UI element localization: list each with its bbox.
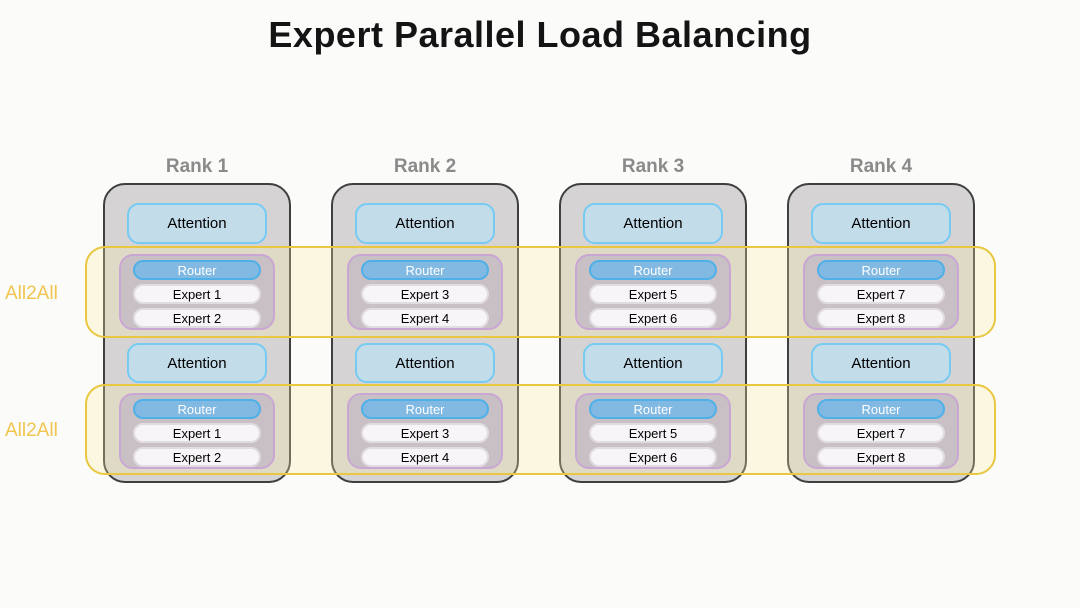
rank-4-expert-pill: Expert 7 bbox=[817, 284, 945, 304]
rank-4-expert-pill: Expert 8 bbox=[817, 447, 945, 467]
rank-column-3: Rank 3 Attention Router Expert 5 Expert … bbox=[559, 156, 747, 483]
rank-1-moe-block-1: Router Expert 1 Expert 2 bbox=[119, 254, 275, 330]
rank-1-attention-2: Attention bbox=[127, 343, 267, 383]
rank-3-attention-1: Attention bbox=[583, 203, 723, 244]
rank-1-moe-block-2: Router Expert 1 Expert 2 bbox=[119, 393, 275, 469]
rank-1-label: Rank 1 bbox=[165, 156, 229, 177]
rank-2-expert-pill: Expert 3 bbox=[361, 284, 489, 304]
rank-4-moe-block-1: Router Expert 7 Expert 8 bbox=[803, 254, 959, 330]
rank-1-expert-pill: Expert 2 bbox=[133, 447, 261, 467]
rank-2-moe-block-2: Router Expert 3 Expert 4 bbox=[347, 393, 503, 469]
rank-column-1: Rank 1 Attention Router Expert 1 Expert … bbox=[103, 156, 291, 483]
rank-4-expert-pill: Expert 8 bbox=[817, 308, 945, 328]
rank-4-router-1: Router bbox=[817, 260, 945, 280]
rank-column-4: Rank 4 Attention Router Expert 7 Expert … bbox=[787, 156, 975, 483]
rank-2-moe-block-1: Router Expert 3 Expert 4 bbox=[347, 254, 503, 330]
rank-4-expert-pill: Expert 7 bbox=[817, 423, 945, 443]
rank-column-2: Rank 2 Attention Router Expert 3 Expert … bbox=[331, 156, 519, 483]
rank-3-expert-pill: Expert 5 bbox=[589, 423, 717, 443]
rank-2-attention-1: Attention bbox=[355, 203, 495, 244]
rank-2-label: Rank 2 bbox=[393, 156, 457, 177]
rank-1-expert-pill: Expert 1 bbox=[133, 284, 261, 304]
rank-3-moe-block-1: Router Expert 5 Expert 6 bbox=[575, 254, 731, 330]
diagram-title: Expert Parallel Load Balancing bbox=[268, 14, 812, 55]
all2all-label-bottom: All2All bbox=[5, 420, 58, 441]
rank-1-expert-pill: Expert 2 bbox=[133, 308, 261, 328]
rank-4-attention-2: Attention bbox=[811, 343, 951, 383]
all2all-label-top: All2All bbox=[5, 283, 58, 304]
rank-3-expert-pill: Expert 6 bbox=[589, 447, 717, 467]
rank-2-router-1: Router bbox=[361, 260, 489, 280]
rank-1-expert-pill: Expert 1 bbox=[133, 423, 261, 443]
rank-1-router-1: Router bbox=[133, 260, 261, 280]
rank-2-expert-pill: Expert 4 bbox=[361, 447, 489, 467]
rank-2-router-2: Router bbox=[361, 399, 489, 419]
rank-3-attention-2: Attention bbox=[583, 343, 723, 383]
rank-4-attention-1: Attention bbox=[811, 203, 951, 244]
rank-3-router-2: Router bbox=[589, 399, 717, 419]
rank-2-expert-pill: Expert 3 bbox=[361, 423, 489, 443]
rank-4-moe-block-2: Router Expert 7 Expert 8 bbox=[803, 393, 959, 469]
rank-1-attention-1: Attention bbox=[127, 203, 267, 244]
rank-1-router-2: Router bbox=[133, 399, 261, 419]
rank-2-attention-2: Attention bbox=[355, 343, 495, 383]
rank-2-expert-pill: Expert 4 bbox=[361, 308, 489, 328]
rank-3-expert-pill: Expert 6 bbox=[589, 308, 717, 328]
rank-4-router-2: Router bbox=[817, 399, 945, 419]
rank-3-moe-block-2: Router Expert 5 Expert 6 bbox=[575, 393, 731, 469]
rank-3-label: Rank 3 bbox=[621, 156, 685, 177]
rank-3-expert-pill: Expert 5 bbox=[589, 284, 717, 304]
rank-4-label: Rank 4 bbox=[849, 156, 913, 177]
rank-3-router-1: Router bbox=[589, 260, 717, 280]
